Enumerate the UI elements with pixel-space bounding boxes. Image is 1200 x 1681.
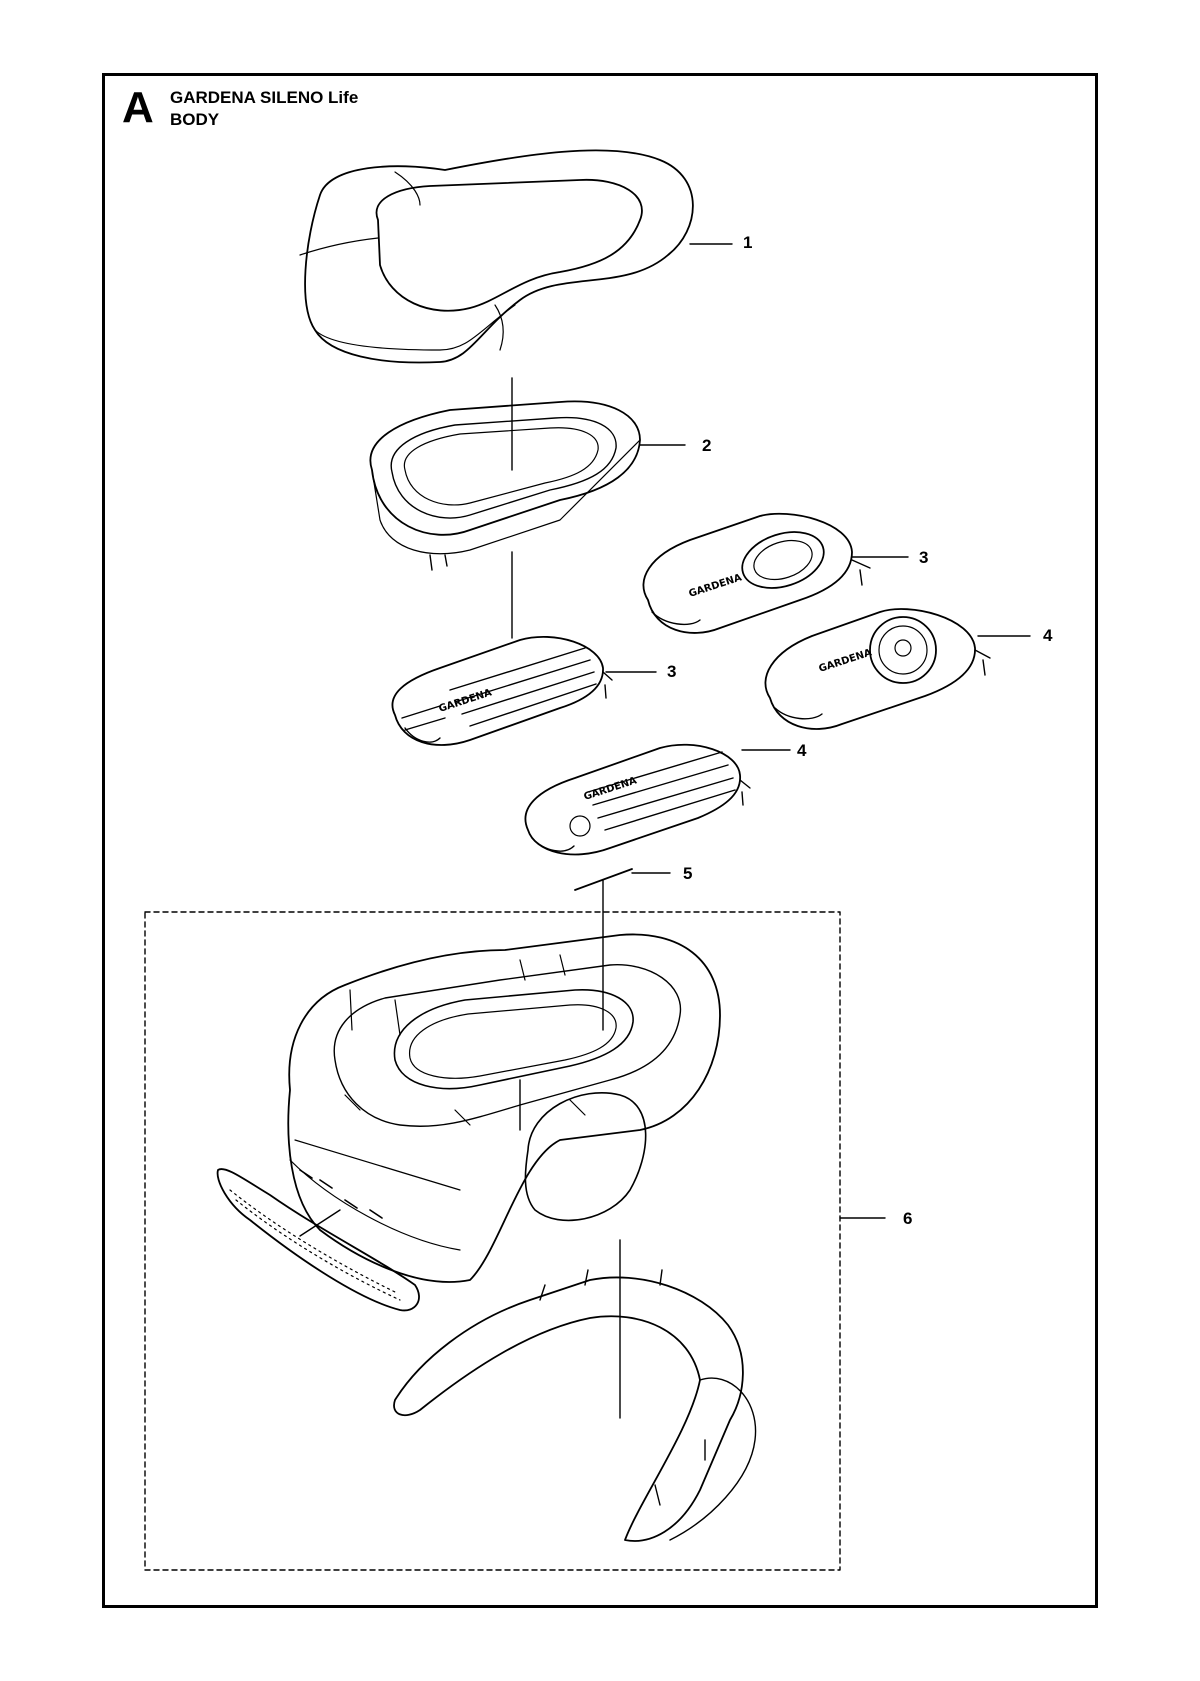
part-hatch-cover-ribbed-bluetooth: GARDENA	[524, 743, 751, 856]
part-top-cover	[299, 149, 694, 364]
section-letter: A	[122, 83, 154, 132]
logo-wordmark: GARDENA	[688, 572, 744, 600]
part-front-bumper	[216, 1168, 420, 1312]
callout-2: 2	[702, 436, 712, 455]
part-hatch-cover-ribbed: GARDENA	[391, 636, 613, 746]
callout-6: 6	[903, 1209, 913, 1228]
callout-3: 3	[667, 662, 677, 681]
callout-4: 4	[1043, 626, 1053, 645]
part-hatch-cover-bluetooth: GARDENA	[764, 608, 991, 730]
assembly-boundary	[144, 911, 841, 1571]
part-display-frame	[369, 400, 641, 571]
diagram-title: GARDENA SILENO Life	[170, 88, 359, 107]
logo-wordmark: GARDENA	[438, 687, 494, 715]
part-hatch-cover-round: GARDENA	[642, 512, 871, 634]
callout-1: 1	[743, 233, 753, 252]
part-lower-skirt	[393, 1269, 757, 1542]
page-frame	[102, 73, 1098, 1608]
callout-3: 3	[919, 548, 929, 567]
callout-4: 4	[797, 741, 807, 760]
part-body-shell	[287, 933, 721, 1283]
diagram-subtitle: BODY	[170, 110, 220, 129]
logo-wordmark: GARDENA	[583, 775, 639, 803]
logo-wordmark: GARDENA	[818, 647, 874, 675]
callout-5: 5	[683, 864, 693, 883]
part-cable	[574, 868, 633, 891]
